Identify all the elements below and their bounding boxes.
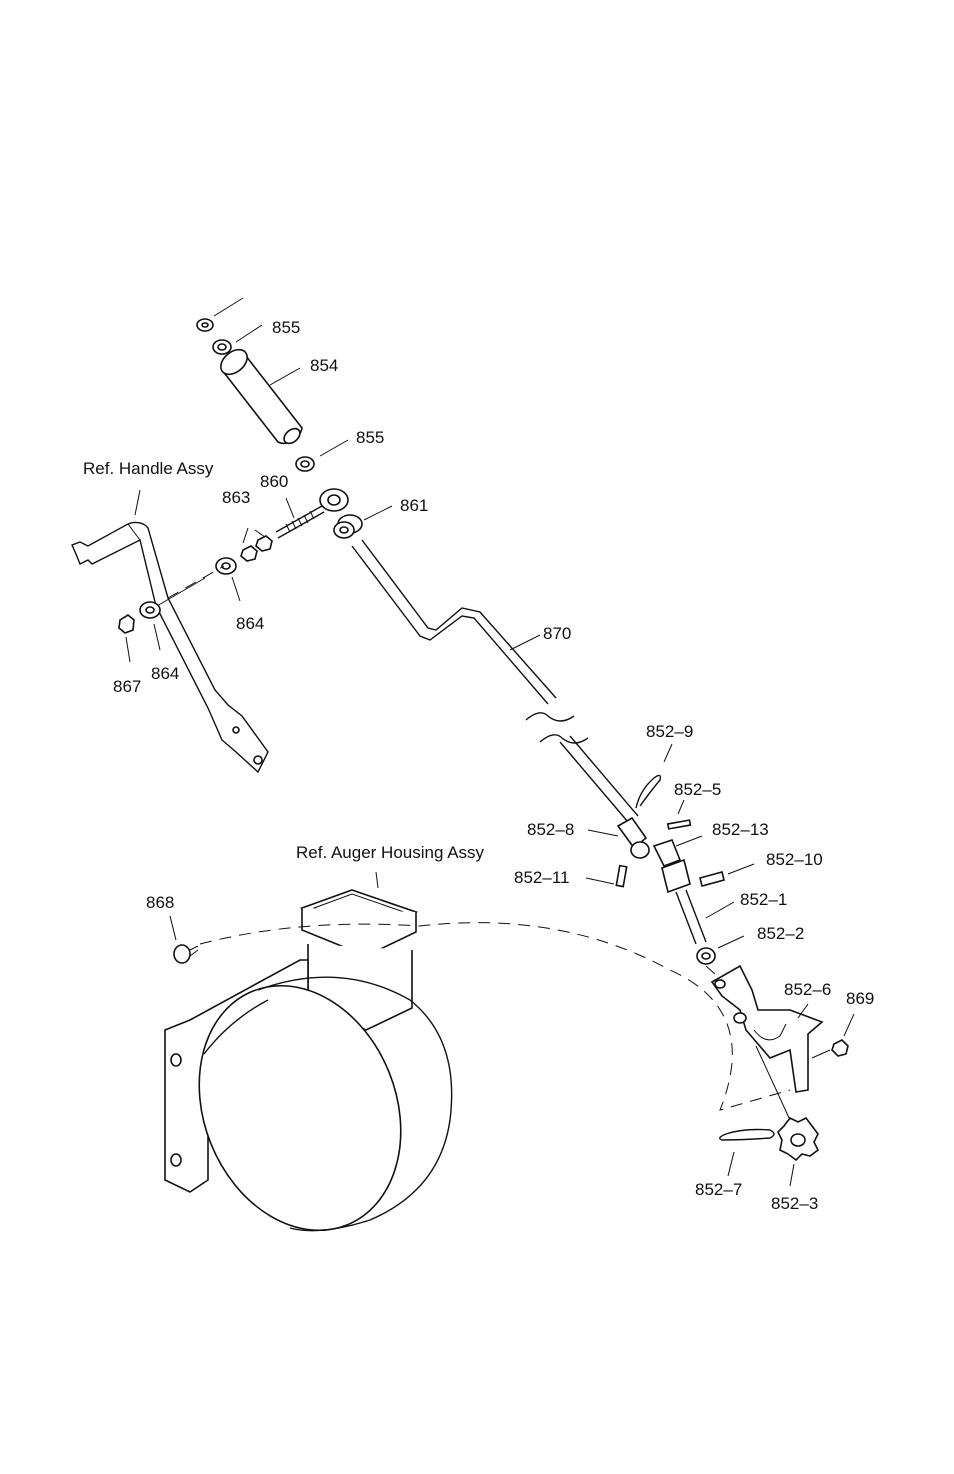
pin-852-10 (700, 864, 754, 886)
washer-852-2 (697, 936, 744, 964)
label-860: 860 (260, 473, 288, 490)
label-852-10: 852–10 (766, 851, 823, 868)
label-852-6: 852–6 (784, 981, 831, 998)
roller-854 (216, 345, 303, 447)
label-867: 867 (113, 678, 141, 695)
shaft-852-1 (662, 860, 734, 944)
auger-housing (164, 872, 452, 1261)
label-852-7: 852–7 (695, 1181, 742, 1198)
cotter-pin-852-9 (636, 744, 672, 808)
label-855-lower: 855 (356, 429, 384, 446)
label-855-top: 855 (272, 319, 300, 336)
label-852-9: 852–9 (646, 723, 693, 740)
label-864-upper: 864 (236, 615, 264, 632)
nut-867 (119, 615, 134, 662)
ref-auger-housing-label: Ref. Auger Housing Assy (296, 844, 484, 861)
label-852-11: 852–11 (514, 869, 569, 886)
label-852-3: 852–3 (771, 1195, 818, 1212)
washer-top (197, 298, 243, 331)
ref-handle-assy-label: Ref. Handle Assy (83, 460, 213, 477)
label-852-2: 852–2 (757, 925, 804, 942)
washer-864-upper (216, 558, 240, 601)
label-854: 854 (310, 357, 338, 374)
bolt-868 (170, 916, 198, 963)
washer-864-lower (140, 602, 160, 650)
label-864-lower: 864 (151, 665, 179, 682)
label-863: 863 (222, 489, 250, 506)
label-869: 869 (846, 990, 874, 1007)
joint-852-8 (588, 818, 649, 858)
nuts-863 (241, 528, 272, 561)
assembly-line-handle (168, 566, 224, 598)
label-852-13: 852–13 (712, 821, 769, 838)
label-852-1: 852–1 (740, 891, 787, 908)
crank-rod-870 (352, 540, 638, 822)
hairpin-852-7 (720, 1130, 774, 1177)
label-852-8: 852–8 (527, 821, 574, 838)
label-852-5: 852–5 (674, 781, 721, 798)
label-861: 861 (400, 497, 428, 514)
label-868: 868 (146, 894, 174, 911)
pin-852-5 (668, 800, 691, 829)
washer-855-lower (296, 440, 348, 471)
bushing-861 (334, 506, 392, 538)
label-870: 870 (543, 625, 571, 642)
bolt-852-11 (586, 866, 627, 887)
